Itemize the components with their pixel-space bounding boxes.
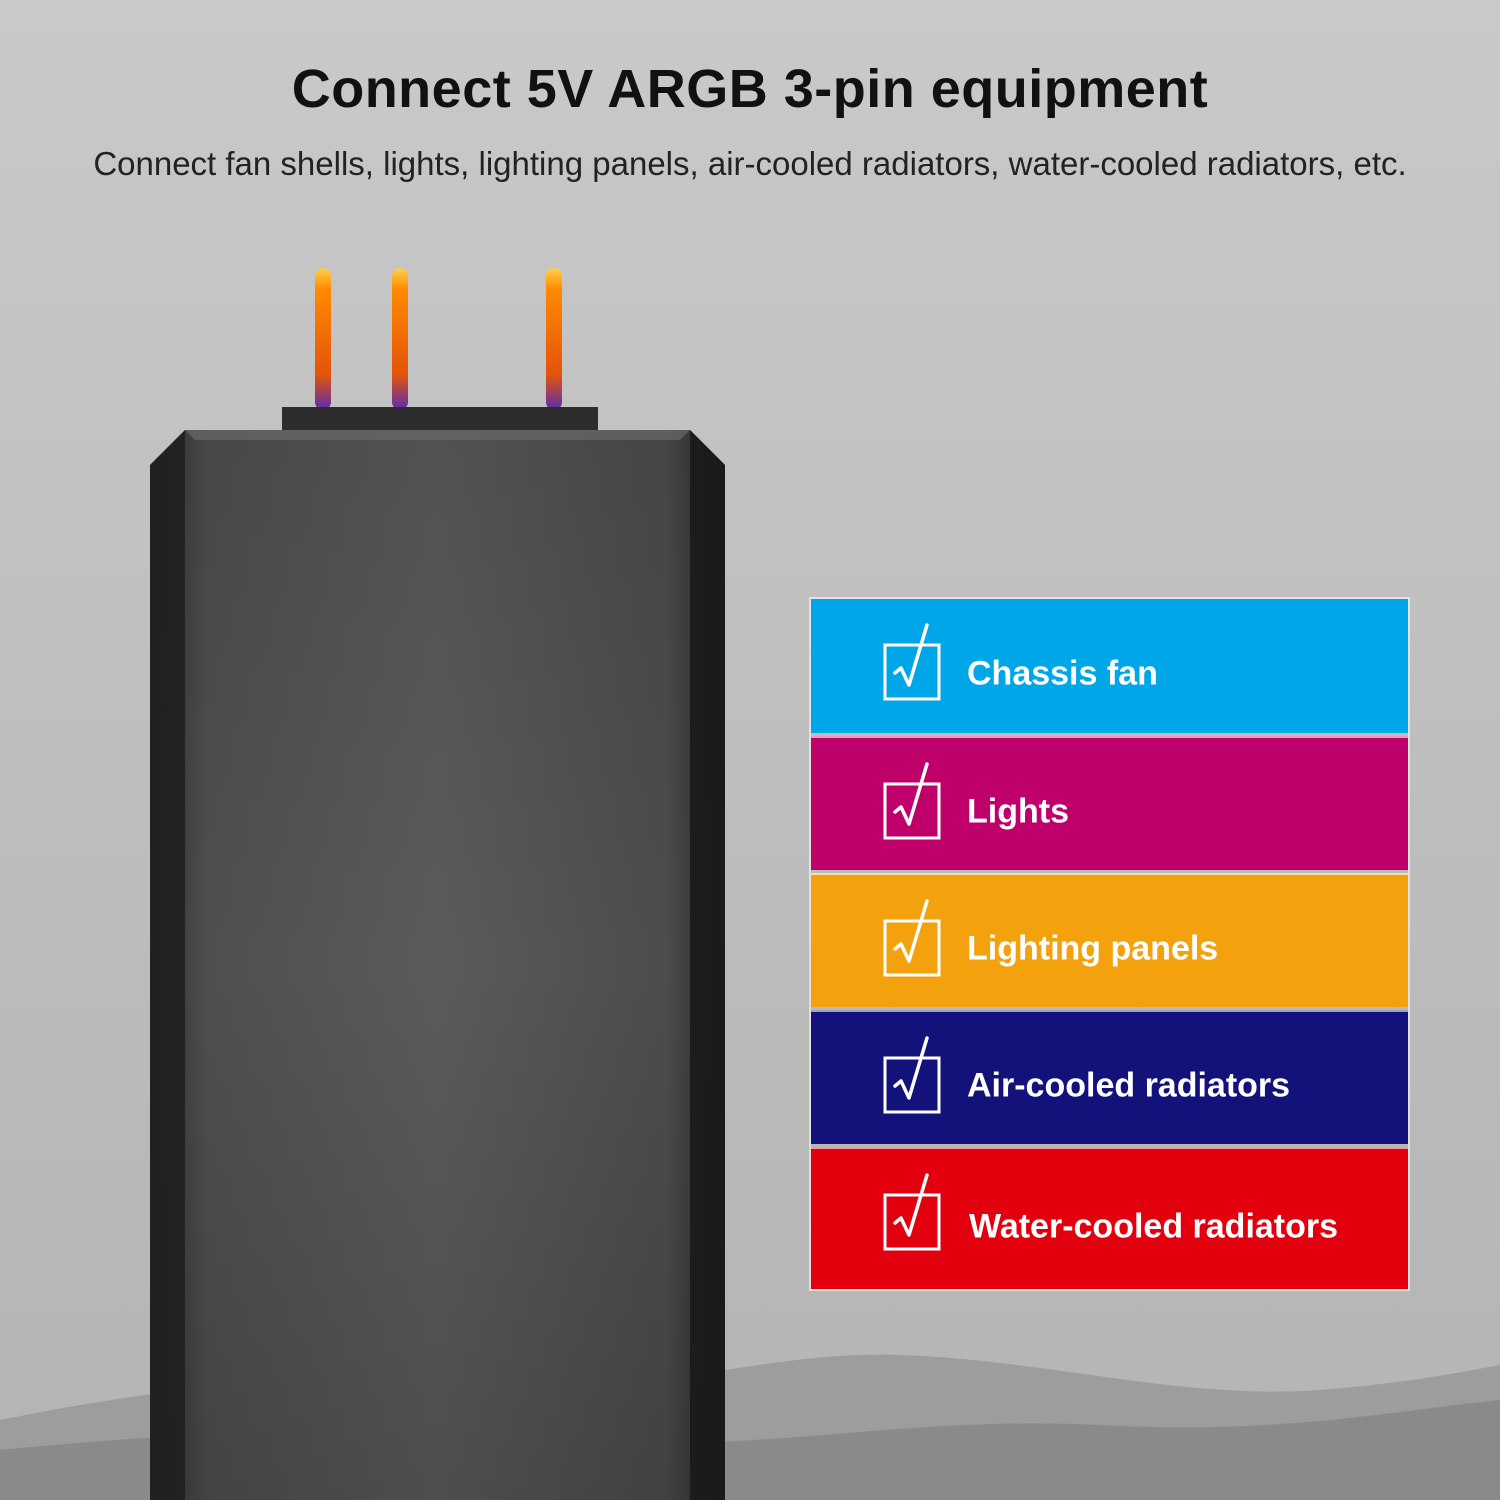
background-hills — [0, 1354, 1500, 1500]
pin-base — [282, 407, 598, 431]
connector-pins — [315, 268, 562, 410]
checklist-item-label: Chassis fan — [967, 654, 1158, 693]
checklist-item-label: Lighting panels — [967, 929, 1219, 968]
pin-1 — [315, 268, 331, 410]
compatible-devices-checklist: Chassis fan Lights Lighting panels Air-c… — [811, 599, 1408, 1289]
page-title: Connect 5V ARGB 3-pin equipment — [291, 59, 1209, 119]
checklist-item-chassis-fan: Chassis fan — [811, 599, 1408, 733]
pin-2 — [392, 268, 408, 410]
checkbox-checked-icon — [883, 899, 941, 977]
checklist-item-label: Air-cooled radiators — [967, 1066, 1291, 1105]
checklist-item-lighting-panels: Lighting panels — [811, 873, 1408, 1007]
checklist-item-lights: Lights — [811, 736, 1408, 870]
checklist-item-label: Water-cooled radiators — [969, 1207, 1339, 1246]
checklist-item-label: Lights — [967, 792, 1069, 831]
checklist-item-water-cooled-radiators: Water-cooled radiators — [811, 1147, 1408, 1289]
checklist-item-air-cooled-radiators: Air-cooled radiators — [811, 1010, 1408, 1144]
checkbox-checked-icon — [883, 1036, 941, 1114]
pin-3 — [546, 268, 562, 410]
checkbox-checked-icon — [883, 1173, 941, 1251]
checkbox-checked-icon — [883, 762, 941, 840]
page-subtitle: Connect fan shells, lights, lighting pan… — [93, 145, 1407, 182]
checkbox-checked-icon — [883, 623, 941, 701]
